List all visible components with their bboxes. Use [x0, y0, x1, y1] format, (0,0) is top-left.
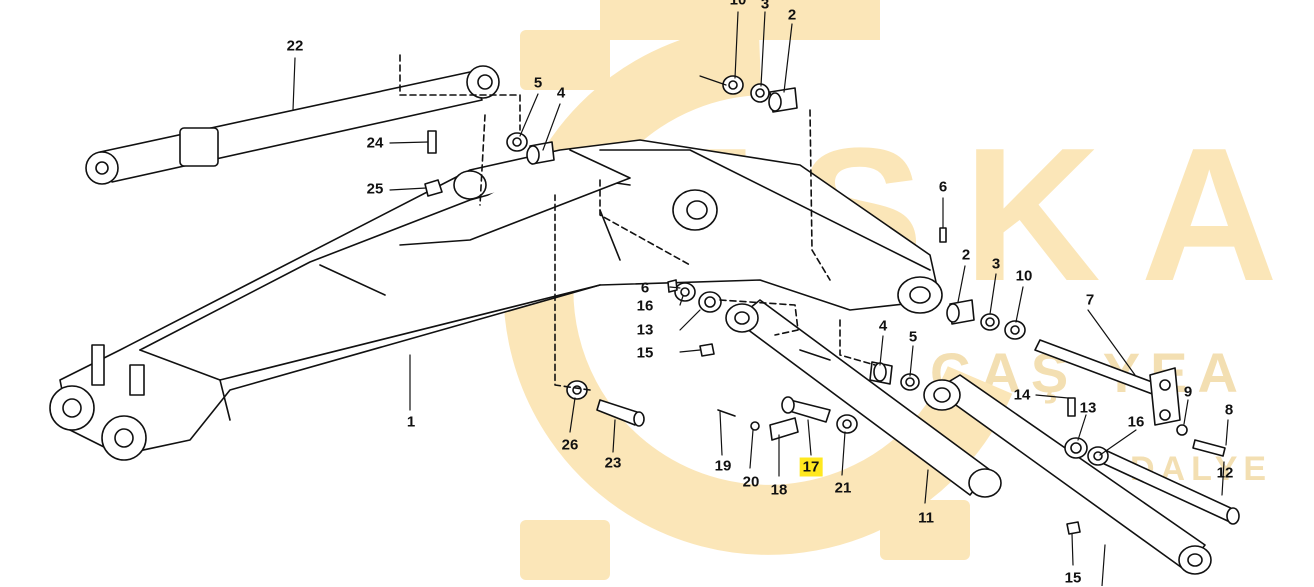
leader-lines — [292, 11, 1229, 586]
boom-arm — [59, 139, 941, 456]
bushings — [506, 75, 1188, 466]
pin-23 — [596, 399, 645, 427]
assembly-lines — [399, 54, 876, 391]
label-3b: 3 — [991, 255, 1001, 273]
label-5b: 5 — [908, 328, 918, 346]
boom-end-boss — [453, 170, 943, 314]
pin-17 — [769, 396, 831, 441]
label-10a: 10 — [729, 0, 747, 9]
bolts — [424, 130, 1226, 535]
pin-7 — [1034, 339, 1181, 426]
label-4b: 4 — [878, 317, 888, 335]
label-26: 26 — [561, 436, 579, 454]
cylinder-22 — [85, 65, 500, 185]
label-16b: 16 — [1127, 413, 1145, 431]
label-16a: 16 — [636, 297, 654, 315]
label-2a: 2 — [787, 6, 797, 24]
cylinder-11 — [725, 299, 1002, 498]
label-4a: 4 — [556, 84, 566, 102]
label-8: 8 — [1224, 401, 1234, 419]
label-6a: 6 — [938, 178, 948, 196]
label-25: 25 — [366, 180, 384, 198]
cylinder-right — [923, 374, 1212, 575]
watermark-gear-teeth-icon — [520, 0, 970, 580]
label-13a: 13 — [636, 321, 654, 339]
label-23: 23 — [604, 454, 622, 472]
label-13b: 13 — [1079, 399, 1097, 417]
label-6b: 6 — [640, 279, 650, 297]
label-12: 12 — [1216, 464, 1234, 482]
label-22: 22 — [286, 37, 304, 55]
label-11: 11 — [918, 509, 934, 527]
label-20: 20 — [742, 473, 760, 491]
label-10b: 10 — [1015, 267, 1033, 285]
label-3a: 3 — [760, 0, 770, 13]
label-21: 21 — [834, 479, 852, 497]
label-19: 19 — [714, 457, 732, 475]
label-15a: 15 — [636, 344, 654, 362]
label-24: 24 — [366, 134, 384, 152]
label-17-highlighted: 17 — [799, 457, 823, 477]
label-1: 1 — [406, 413, 416, 431]
label-2b: 2 — [961, 246, 971, 264]
label-5a: 5 — [533, 74, 543, 92]
watermark-gear-icon — [503, 25, 1013, 555]
label-9: 9 — [1183, 383, 1193, 401]
boom-foot — [49, 344, 147, 461]
label-18: 18 — [770, 481, 788, 499]
label-7: 7 — [1085, 291, 1095, 309]
label-14: 14 — [1013, 386, 1031, 404]
label-15b: 15 — [1064, 569, 1082, 587]
